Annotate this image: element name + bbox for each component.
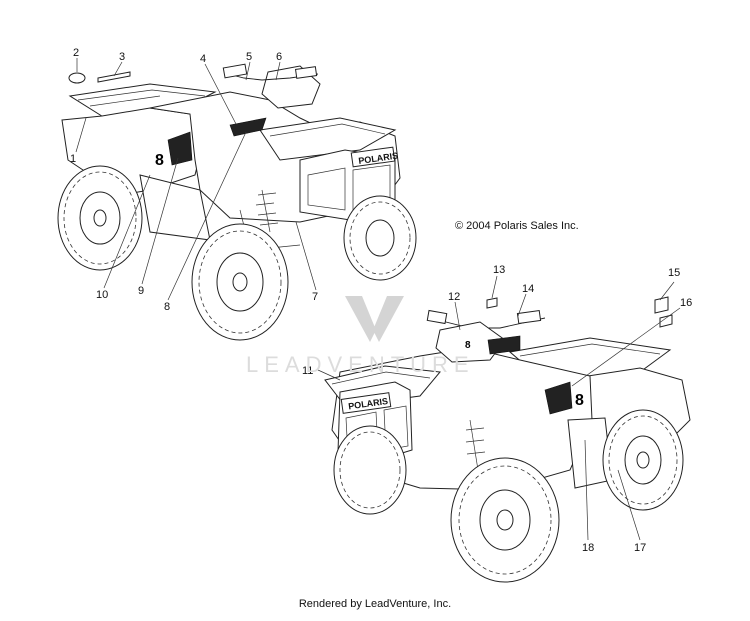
callout-9: 9 — [138, 285, 144, 297]
callout-3: 3 — [119, 51, 125, 63]
callout-12: 12 — [448, 291, 460, 303]
watermark-text: LEADVENTURE — [246, 352, 475, 377]
callout-4: 4 — [200, 53, 206, 65]
callout-2: 2 — [73, 47, 79, 59]
leader-lines — [75, 58, 681, 541]
callout-1: 1 — [70, 153, 76, 165]
side-badge-text-bottom: 8 — [575, 392, 584, 409]
decal-15-shape — [654, 296, 669, 314]
atv-bottom-illustration: 8 POLARIS 8 — [324, 309, 691, 583]
callout-13: 13 — [493, 264, 505, 276]
decal-13-shape — [486, 297, 498, 309]
callout-8: 8 — [164, 301, 170, 313]
decal-3-shape — [97, 71, 131, 83]
callout-5: 5 — [246, 51, 252, 63]
callout-16: 16 — [680, 297, 692, 309]
decal-2-shape — [68, 72, 86, 84]
copyright-notice: © 2004 Polaris Sales Inc. — [455, 220, 579, 232]
callout-6: 6 — [276, 51, 282, 63]
callout-15: 15 — [668, 267, 680, 279]
callout-18: 18 — [582, 542, 594, 554]
pod-badge-text: 8 — [465, 340, 471, 351]
callout-7: 7 — [312, 291, 318, 303]
callout-11: 11 — [302, 365, 313, 377]
callout-10: 10 — [96, 289, 108, 301]
footer-credit: Rendered by LeadVenture, Inc. — [298, 598, 452, 610]
loose-decals — [68, 71, 673, 328]
callout-numbers: 2 3 1 4 5 6 7 8 9 10 11 12 13 14 15 16 1… — [70, 47, 692, 554]
side-badge-text: 8 — [155, 152, 164, 169]
callout-17: 17 — [634, 542, 646, 554]
callout-14: 14 — [522, 283, 534, 295]
watermark-logo — [345, 296, 404, 342]
decal-16-shape — [659, 314, 673, 328]
